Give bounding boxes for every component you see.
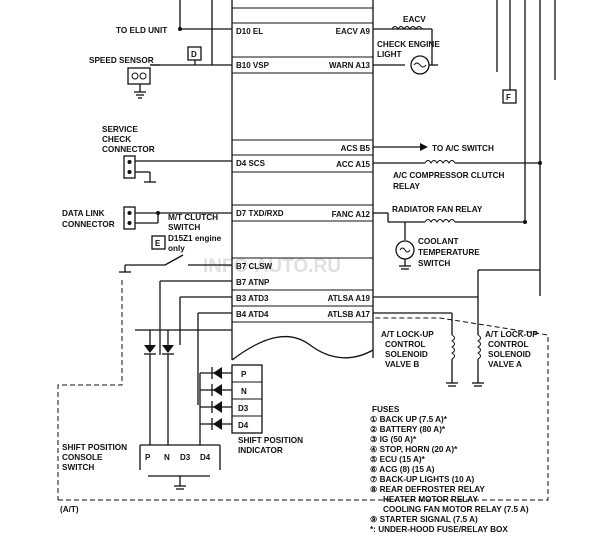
diode-left-icon (144, 330, 156, 445)
shift-switch-label-3: SWITCH (62, 463, 94, 472)
pin-d4: D4 SCS (236, 159, 266, 168)
clutch-switch-icon (119, 254, 232, 273)
service-check-label-1: SERVICE (102, 125, 138, 134)
lockup-a-label-1: A/T LOCK-UP (485, 330, 538, 339)
service-check-label-2: CHECK (102, 135, 131, 144)
pin-a17: ATLSB A17 (327, 310, 370, 319)
coolant-switch-icon (395, 240, 415, 270)
lockup-b-label-1: A/T LOCK-UP (381, 330, 434, 339)
lockup-b-label-2: CONTROL (385, 340, 425, 349)
fuse-item: ⑦ BACK-UP LIGHTS (10 A) (370, 475, 475, 484)
speed-sensor-label: SPEED SENSOR (89, 56, 154, 65)
ac-switch-label: TO A/C SWITCH (432, 144, 494, 153)
service-check-label-3: CONNECTOR (102, 145, 155, 154)
indicator-d4: D4 (238, 421, 249, 430)
fuse-item: ⑥ ACG (8) (15 A) (370, 465, 435, 474)
connector-d: D (187, 46, 202, 65)
fuses-title: FUSES (372, 405, 400, 414)
coolant-label-1: COOLANT (418, 237, 458, 246)
pin-a19: ATLSA A19 (328, 294, 371, 303)
indicator-d3: D3 (238, 404, 249, 413)
data-link-connector (123, 206, 136, 230)
connector-f: F (502, 89, 517, 104)
solenoid-a-icon (472, 334, 484, 387)
speed-sensor-icon (127, 64, 160, 99)
pin-a9: EACV A9 (336, 27, 371, 36)
switch-n: N (164, 453, 170, 462)
pin-b3: B3 ATD3 (236, 294, 269, 303)
coolant-label-2: TEMPERATURE (418, 248, 480, 257)
pin-d10: D10 EL (236, 27, 263, 36)
fuse-item: ⑤ ECU (15 A)* (370, 455, 426, 464)
fuse-item: ④ STOP, HORN (20 A)* (370, 445, 458, 454)
pin-b4: B4 ATD4 (236, 310, 269, 319)
lockup-a-label-2: CONTROL (488, 340, 528, 349)
switch-d3: D3 (180, 453, 191, 462)
check-engine-label-2: LIGHT (377, 50, 402, 59)
mt-clutch-label-2: SWITCH (168, 223, 200, 232)
ac-relay-label-2: RELAY (393, 182, 421, 191)
pin-a15: ACC A15 (336, 160, 370, 169)
eld-label: TO ELD UNIT (116, 26, 167, 35)
pin-b5: ACS B5 (341, 144, 371, 153)
ac-relay-coil-icon (424, 160, 456, 164)
switch-d4: D4 (200, 453, 211, 462)
mt-clutch-label-1: M/T CLUTCH (168, 213, 218, 222)
shift-console-switch (139, 444, 221, 490)
diode-right-icon (162, 330, 174, 445)
shift-indicator-label-1: SHIFT POSITION (238, 436, 303, 445)
coolant-label-3: SWITCH (418, 259, 450, 268)
fuse-item: *: UNDER-HOOD FUSE/RELAY BOX (370, 525, 508, 534)
shift-switch-label-1: SHIFT POSITION (62, 443, 127, 452)
shift-switch-label-2: CONSOLE (62, 453, 103, 462)
switch-p: P (145, 453, 151, 462)
lockup-b-label-4: VALVE B (385, 360, 419, 369)
svg-text:D: D (191, 50, 197, 59)
pin-b10: B10 VSP (236, 61, 270, 70)
indicator-n: N (241, 387, 247, 396)
pin-b7-clsw: B7 CLSW (236, 262, 272, 271)
fuse-item: ① BACK UP (7.5 A)* (370, 415, 448, 424)
svg-text:E: E (155, 239, 161, 248)
lockup-b-label-3: SOLENOID (385, 350, 428, 359)
fuse-item: ⑧ REAR DEFROSTER RELAY (370, 485, 485, 494)
connector-e: E (151, 235, 166, 250)
radiator-relay-label: RADIATOR FAN RELAY (392, 205, 483, 214)
fuse-item: ③ IG (50 A)* (370, 435, 417, 444)
check-engine-lamp-icon (410, 55, 438, 75)
fuse-item: ② BATTERY (80 A)* (370, 425, 446, 434)
fuse-item: ⑨ STARTER SIGNAL (7.5 A) (370, 515, 478, 524)
check-engine-label-1: CHECK ENGINE (377, 40, 440, 49)
lockup-a-label-3: SOLENOID (488, 350, 531, 359)
fuse-item: COOLING FAN MOTOR RELAY (7.5 A) (383, 505, 529, 514)
eacv-coil-icon (391, 26, 423, 30)
fuse-item: HEATER MOTOR RELAY (383, 495, 478, 504)
pin-b7-atnp: B7 ATNP (236, 278, 270, 287)
solenoid-b-icon (446, 334, 458, 387)
lockup-a-label-4: VALVE A (488, 360, 522, 369)
watermark: INFO-AUTO.RU (203, 256, 341, 277)
shift-indicator-label-2: INDICATOR (238, 446, 283, 455)
service-check-connector (123, 155, 136, 179)
ecu-body (231, 0, 374, 361)
ac-relay-label-1: A/C COMPRESSOR CLUTCH (393, 171, 505, 180)
mt-clutch-label-4: only (168, 244, 185, 253)
pin-a13: WARN A13 (329, 61, 371, 70)
radiator-relay-coil-icon (424, 219, 456, 223)
shift-indicator-box (231, 364, 263, 434)
data-link-label-2: CONNECTOR (62, 220, 115, 229)
pin-a12: FANC A12 (332, 210, 371, 219)
svg-text:F: F (506, 93, 511, 102)
data-link-label-1: DATA LINK (62, 209, 105, 218)
mt-clutch-label-3: D15Z1 engine (168, 234, 222, 243)
pin-d7: D7 TXD/RXD (236, 209, 284, 218)
eacv-label: EACV (403, 15, 426, 24)
at-note: (A/T) (60, 505, 79, 514)
indicator-p: P (241, 370, 247, 379)
indicator-diodes (199, 367, 232, 445)
